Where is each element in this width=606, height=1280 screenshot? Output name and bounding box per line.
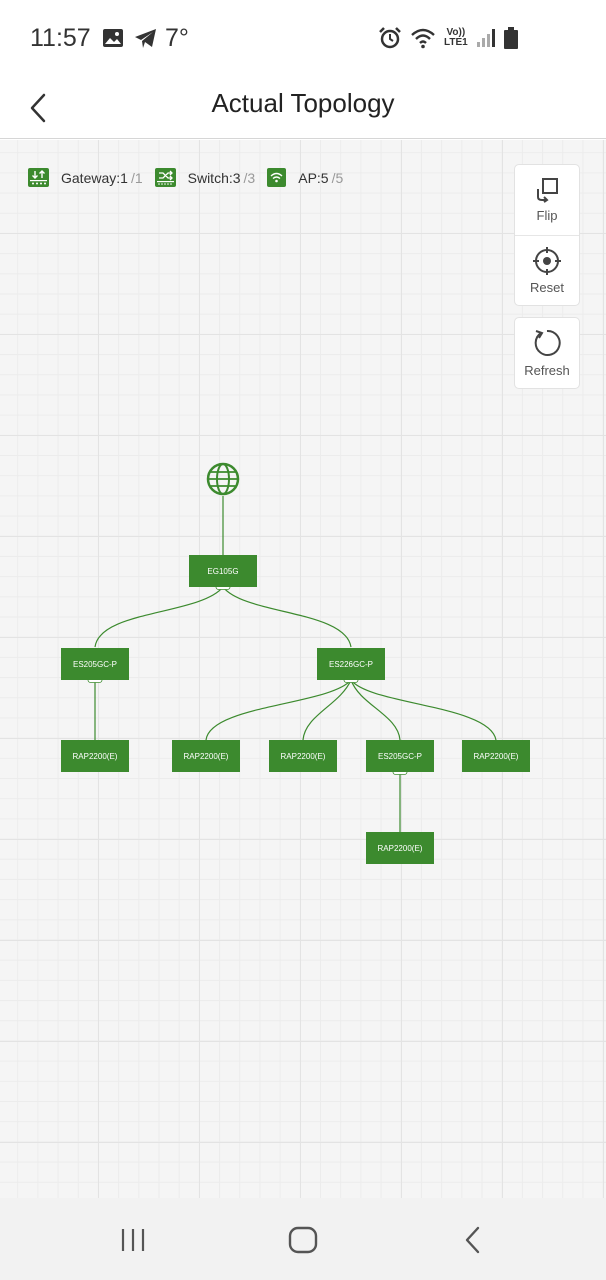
legend-gateway: Gateway:1 /1 [28,168,143,187]
flip-icon [537,178,558,203]
nav-back-button[interactable] [448,1220,498,1260]
recents-icon [121,1229,145,1251]
signal-icon [476,29,495,47]
legend-ap: AP:5 /5 [267,168,343,187]
link-gateway-switch-left [94,586,224,648]
app-header: Actual Topology [0,78,606,139]
chevron-left-icon [30,93,46,123]
node-gateway[interactable]: EG105G [189,555,257,587]
link-switch-right-ap-1 [205,679,352,741]
node-ap-2[interactable]: RAP2200(E) [269,740,337,772]
reset-button[interactable]: Reset [515,235,579,305]
status-left-icons [102,27,158,49]
device-legend: Gateway:1 /1 Switch:3 /3 AP:5 /5 [28,168,355,187]
status-temperature: 7° [165,24,189,52]
image-icon [103,29,123,47]
flip-label: Flip [536,208,558,223]
back-button[interactable] [18,86,58,130]
volte-icon: Vo))LTE1 [444,27,468,48]
legend-gateway-total: /1 [130,169,143,186]
system-nav-bar [0,1198,606,1280]
topology-canvas[interactable]: Gateway:1 /1 Switch:3 /3 AP:5 /5 [0,140,606,1198]
refresh-icon [534,329,561,356]
node-switch-left[interactable]: ES205GC-P [61,648,129,680]
node-switch-child[interactable]: ES205GC-P [366,740,434,772]
battery-icon [503,27,518,49]
legend-switch: Switch:3 /3 [154,168,256,187]
crosshair-icon [533,246,561,275]
back-icon [465,1226,480,1254]
link-switch-right-switch-child [350,679,401,741]
gateway-icon [28,168,49,187]
node-switch-right[interactable]: ES226GC-P [317,648,385,680]
status-right-icons: Vo))LTE1 [378,26,518,50]
legend-switch-label: Switch:3 [187,169,241,186]
view-controls: Flip Reset [514,164,580,306]
page-title: Actual Topology [211,88,395,118]
legend-ap-total: /5 [331,169,344,186]
ap-icon [267,168,287,187]
refresh-button[interactable]: Refresh [515,318,579,388]
recents-button[interactable] [108,1220,158,1260]
status-time: 11:57 [30,24,91,52]
telegram-icon [135,29,156,48]
link-switch-right-ap-2 [302,679,352,741]
home-icon [288,1226,318,1254]
wifi-icon [411,28,435,49]
reset-label: Reset [530,279,564,295]
link-gateway-switch-right [222,586,352,648]
legend-ap-label: AP:5 [298,169,329,186]
node-ap-left[interactable]: RAP2200(E) [61,740,129,772]
globe-icon [206,462,240,496]
flip-button[interactable]: Flip [515,165,579,235]
switch-icon [154,168,176,187]
refresh-label: Refresh [524,363,570,378]
alarm-icon [379,27,401,49]
refresh-control: Refresh [514,317,580,389]
legend-switch-total: /3 [243,169,256,186]
link-switch-right-ap-4 [350,679,497,741]
node-ap-4[interactable]: RAP2200(E) [462,740,530,772]
node-ap-child[interactable]: RAP2200(E) [366,832,434,864]
home-button[interactable] [278,1220,328,1260]
legend-gateway-label: Gateway:1 [61,169,128,186]
status-bar: 11:57 7° Vo))LTE1 [0,0,606,78]
node-ap-1[interactable]: RAP2200(E) [172,740,240,772]
